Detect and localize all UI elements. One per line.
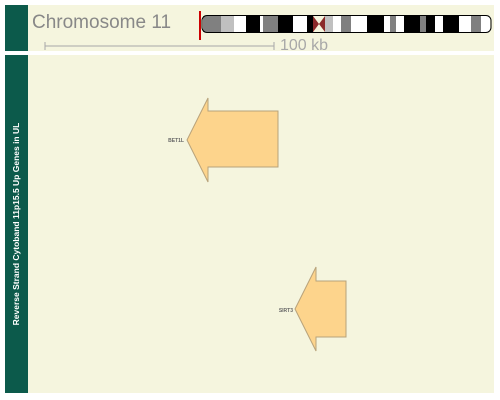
gene-sirt3[interactable]: SIRT3 <box>279 266 347 352</box>
ideogram-band <box>404 16 420 32</box>
scale-bar-label: 100 kb <box>280 37 329 51</box>
gene-label-bet1l: BET1L <box>168 138 184 144</box>
track-label-bar <box>5 55 28 393</box>
ideogram-band <box>333 16 341 32</box>
gene-arrow-sirt3[interactable] <box>294 266 347 352</box>
gene-bet1l[interactable]: BET1L <box>168 97 279 183</box>
gene-arrow-bet1l[interactable] <box>186 97 279 183</box>
ideogram-band <box>435 16 443 32</box>
ideogram-band <box>278 16 293 32</box>
ideogram-band <box>293 16 307 32</box>
ideogram-band <box>390 16 396 32</box>
chromosome-ideogram[interactable] <box>199 11 492 40</box>
ideogram-band <box>203 16 221 32</box>
ideogram-band <box>325 16 333 32</box>
header-track-bar <box>5 5 28 51</box>
ideogram-band <box>471 16 481 32</box>
ideogram-band <box>263 16 278 32</box>
ideogram-band <box>481 16 490 32</box>
ideogram-band <box>396 16 404 32</box>
ideogram-outline <box>201 15 492 33</box>
ideogram-band <box>367 16 384 32</box>
ideogram-band <box>260 16 263 32</box>
ideogram-band <box>341 16 351 32</box>
ideogram-band <box>307 16 313 32</box>
ideogram-band <box>426 16 435 32</box>
ideogram-band <box>443 16 459 32</box>
ideogram-band <box>221 16 234 32</box>
scale-bar <box>44 42 275 50</box>
gene-label-sirt3: SIRT3 <box>279 308 293 314</box>
ideogram-band <box>384 16 390 32</box>
ideogram-band <box>351 16 367 32</box>
centromere-p <box>313 16 319 32</box>
chromosome-title: Chromosome 11 <box>32 12 172 33</box>
ideogram-band <box>420 16 426 32</box>
ideogram-band <box>246 16 260 32</box>
ideogram-band <box>459 16 471 32</box>
centromere-q <box>319 16 325 32</box>
